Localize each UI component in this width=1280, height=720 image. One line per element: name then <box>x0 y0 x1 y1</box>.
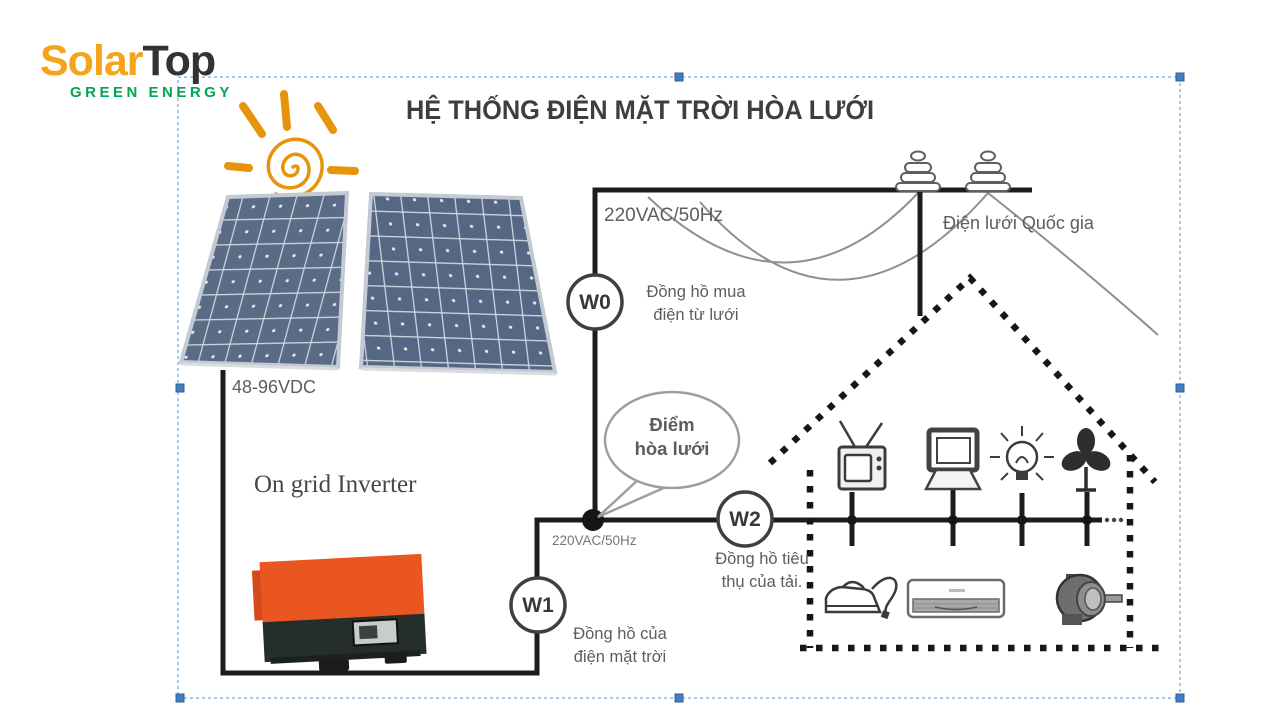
computer-icon <box>923 427 983 491</box>
meter-w0-label-line1: Đồng hồ mua <box>646 283 746 301</box>
lightbulb-icon <box>990 426 1054 481</box>
ac-voltage-junction-label: 220VAC/50Hz <box>552 533 637 548</box>
selection-handle[interactable] <box>175 693 185 703</box>
solar-panel-right <box>358 191 558 375</box>
bubble-line1: Điểm <box>649 414 695 435</box>
bubble-line2: hòa lưới <box>634 438 710 460</box>
meter-w0-circle <box>566 273 624 331</box>
meter-w1-id: W1 <box>522 594 554 617</box>
dc-voltage-label: 48-96VDC <box>232 377 317 397</box>
logo-text-solar: Solar <box>40 37 144 85</box>
grid-wires <box>647 192 1159 336</box>
iron-icon <box>824 576 898 620</box>
meter-w2-id: W2 <box>729 508 761 531</box>
air-conditioner-icon <box>906 578 1006 619</box>
grid-tie-bubble-text: Điểm hòa lưới <box>635 413 710 461</box>
inverter-label: On grid Inverter <box>254 471 417 498</box>
meter-w1-label-line1: Đồng hồ của <box>573 625 667 643</box>
meter-w1-circle <box>509 576 567 634</box>
meter-w0-label-line2: điện từ lưới <box>653 306 739 325</box>
diagram-title: HỆ THỐNG ĐIỆN MẶT TRỜI HÒA LƯỚI <box>405 95 875 125</box>
meter-w1-label: Đồng hồ của điện mặt trời <box>573 623 667 670</box>
tv-icon <box>837 420 887 491</box>
meter-w2-label-line1: Đồng hồ tiêu <box>715 550 809 568</box>
fan-icon <box>1061 428 1111 492</box>
ac-voltage-top-label: 220VAC/50Hz <box>604 205 723 226</box>
meter-w2-label-line2: thụ của tải. <box>721 573 803 592</box>
selection-handle[interactable] <box>1175 72 1185 82</box>
selection-handle[interactable] <box>1175 383 1185 393</box>
selection-handle[interactable] <box>674 72 684 82</box>
selection-handle[interactable] <box>674 693 684 703</box>
meter-w0-label: Đồng hồ mua điện từ lưới <box>646 281 745 328</box>
national-grid-label: Điện lưới Quốc gia <box>943 213 1094 233</box>
motor-icon <box>1055 573 1123 625</box>
grid-tie-bubble <box>597 390 741 519</box>
logo-subtitle: GREEN ENERGY <box>70 84 233 101</box>
logo-text-top: Top <box>142 37 217 85</box>
inverter-image <box>251 553 427 673</box>
selection-handles[interactable] <box>175 72 1185 703</box>
meter-circles <box>509 273 774 634</box>
selection-handle[interactable] <box>1175 693 1185 703</box>
meter-w2-label: Đồng hồ tiêu thụ của tải. <box>715 548 809 595</box>
bus-end-dots <box>1104 517 1124 523</box>
grid-tie-point <box>582 509 604 531</box>
junction-dots <box>582 509 1092 531</box>
solar-panel-left <box>178 190 350 370</box>
house-outline <box>767 273 1168 652</box>
insulator-icon <box>895 150 1011 192</box>
meter-w0-id: W0 <box>579 291 611 314</box>
solar-panel <box>178 190 558 376</box>
company-logo: SolarTop GREEN ENERGY <box>40 37 233 101</box>
meter-w2-circle <box>716 490 774 548</box>
selection-handle[interactable] <box>175 383 185 393</box>
meter-w1-label-line2: điện mặt trời <box>573 648 667 667</box>
